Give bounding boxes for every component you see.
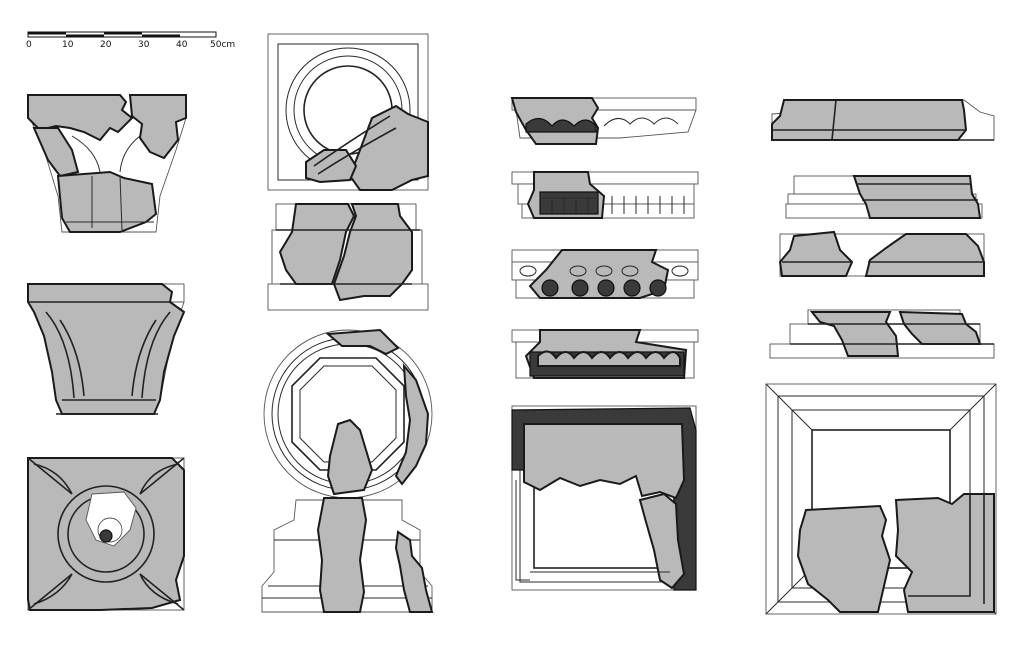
base-elevation-a [267,203,429,311]
scale-tick-20: 20 [100,40,112,50]
scale-tick-30: 30 [138,40,150,50]
base-elevation-b [261,497,434,613]
moulding-profile-3 [778,230,985,277]
moulding-profile-1 [771,99,995,141]
cornice-profile-4 [511,329,699,379]
cornice-profile-3 [511,249,699,299]
scale-tick-0: 0 [26,40,32,50]
scale-tick-40: 40 [176,40,188,50]
cornice-profile-1 [510,97,697,145]
moulding-profile-2 [785,175,983,219]
capital-elevation-front [27,94,187,233]
frame-plan-plain [765,383,997,615]
scale-bar: 0 10 20 30 40 50cm [26,31,235,50]
cornice-profile-2 [511,171,699,219]
base-plan-circular [263,328,433,499]
frame-plan-ornamented [511,405,697,591]
scale-tick-10: 10 [62,40,74,50]
scale-tick-50cm: 50cm [210,40,235,50]
moulding-profile-4 [769,309,995,359]
capital-plan [27,457,185,611]
capital-elevation-side [27,283,186,415]
base-plan-square [267,33,429,191]
